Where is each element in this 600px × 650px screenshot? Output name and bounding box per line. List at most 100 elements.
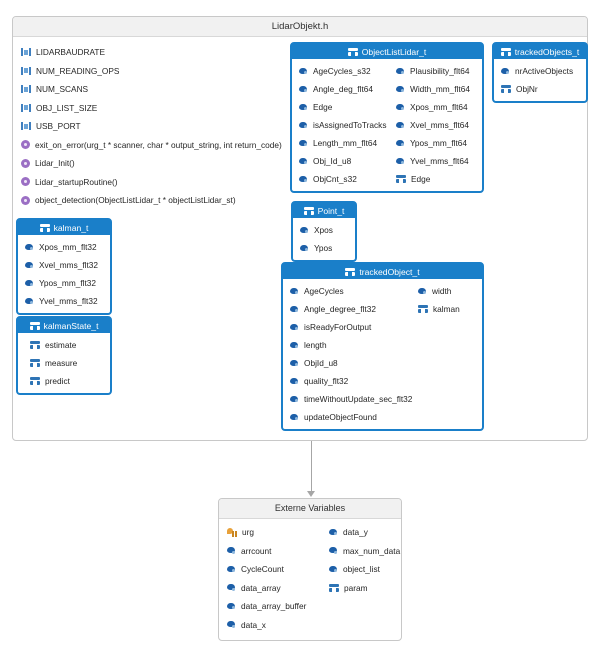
class-member-row[interactable]: Ypos_mm_flt32: [18, 274, 98, 292]
class-member-row[interactable]: kalman: [411, 300, 482, 318]
class-member-row[interactable]: length: [283, 336, 411, 354]
field-icon: [227, 583, 236, 592]
extern-variable-row[interactable]: urg: [219, 523, 321, 542]
extern-variable-row[interactable]: data_x: [219, 616, 321, 635]
extern-variable-row[interactable]: data_y: [321, 523, 401, 542]
file-member-row[interactable]: exit_on_error(urg_t * scanner, char * ou…: [21, 136, 301, 155]
field-icon: [418, 287, 427, 296]
file-member-row[interactable]: NUM_READING_OPS: [21, 62, 301, 81]
class-member-row[interactable]: isReadyForOutput: [283, 318, 411, 336]
class-member-row[interactable]: Edge: [292, 98, 389, 116]
class-member-row[interactable]: updateObjectFound: [283, 408, 411, 426]
class-member-row[interactable]: ObjCnt_s32: [292, 170, 389, 188]
class-member-row[interactable]: Ypos_mm_flt64: [389, 134, 482, 152]
class-member-row[interactable]: predict: [18, 372, 77, 390]
extern-variable-row[interactable]: data_array_buffer: [219, 597, 321, 616]
class-member-row[interactable]: timeWithoutUpdate_sec_flt32: [283, 390, 412, 408]
member-label: Xvel_mms_flt32: [39, 260, 99, 270]
class-member-row[interactable]: Angle_degree_flt32: [283, 300, 411, 318]
class-header[interactable]: ObjectListLidar_t: [292, 44, 482, 59]
class-member-row[interactable]: estimate: [18, 336, 77, 354]
file-member-row[interactable]: Lidar_startupRoutine(): [21, 173, 301, 192]
struct-icon: [501, 85, 511, 93]
extern-variable-row[interactable]: object_list: [321, 560, 401, 579]
class-member-row[interactable]: Xvel_mms_flt32: [18, 256, 98, 274]
field-icon: [290, 395, 299, 404]
file-member-row[interactable]: object_detection(ObjectListLidar_t * obj…: [21, 191, 301, 210]
member-label: data_array_buffer: [241, 601, 307, 612]
member-label: width: [432, 286, 452, 296]
class-member-row[interactable]: Ypos: [293, 239, 333, 257]
class-header[interactable]: trackedObjects_t: [494, 44, 586, 59]
class-member-row[interactable]: AgeCycles: [283, 282, 411, 300]
file-member-row[interactable]: OBJ_LIST_SIZE: [21, 99, 301, 118]
class-member-row[interactable]: width: [411, 282, 482, 300]
class-member-row[interactable]: Plausibility_flt64: [389, 62, 482, 80]
field-icon: [227, 565, 236, 574]
class-member-row[interactable]: measure: [18, 354, 77, 372]
class-member-row[interactable]: nrActiveObjects: [494, 62, 573, 80]
class-member-row[interactable]: quality_flt32: [283, 372, 411, 390]
file-member-row[interactable]: Lidar_Init(): [21, 154, 301, 173]
class-member-row[interactable]: Width_mm_flt64: [389, 80, 482, 98]
class-header[interactable]: Point_t: [293, 203, 355, 218]
extern-variable-row[interactable]: CycleCount: [219, 560, 321, 579]
class-member-row[interactable]: Xpos_mm_flt64: [389, 98, 482, 116]
member-label: Length_mm_flt64: [313, 138, 378, 148]
member-label: nrActiveObjects: [515, 66, 574, 76]
class-member-row[interactable]: isAssignedToTracks: [292, 116, 389, 134]
file-member-row[interactable]: LIDARBAUDRATE: [21, 43, 301, 62]
class-header[interactable]: kalman_t: [18, 220, 110, 235]
member-label: length: [304, 340, 327, 350]
class-member-row[interactable]: Xpos: [293, 221, 333, 239]
member-label: estimate: [45, 340, 77, 350]
field-icon: [227, 620, 236, 629]
extern-variable-row[interactable]: data_array: [219, 579, 321, 598]
class-member-row[interactable]: ObjId_u8: [283, 354, 411, 372]
file-member-row[interactable]: NUM_SCANS: [21, 80, 301, 99]
extern-variable-row[interactable]: param: [321, 579, 401, 598]
member-label: kalman: [433, 304, 460, 314]
class-member-row[interactable]: Yvel_mms_flt64: [389, 152, 482, 170]
class-member-row[interactable]: Length_mm_flt64: [292, 134, 389, 152]
field-icon: [299, 139, 308, 148]
class-member-row[interactable]: Yvel_mms_flt32: [18, 292, 98, 310]
class-member-row[interactable]: Edge: [389, 170, 482, 188]
struct-icon: [303, 206, 314, 215]
file-member-row[interactable]: USB_PORT: [21, 117, 301, 136]
member-label: Angle_deg_flt64: [313, 84, 373, 94]
member-label: Ypos_mm_flt64: [410, 138, 468, 148]
extern-variable-row[interactable]: max_num_data: [321, 542, 401, 561]
field-icon: [396, 157, 405, 166]
typedef-icon: [227, 527, 237, 537]
class-header[interactable]: trackedObject_t: [283, 264, 482, 279]
class-member-row[interactable]: Xpos_mm_flt32: [18, 238, 98, 256]
class-member-row[interactable]: Obj_Id_u8: [292, 152, 389, 170]
field-icon: [329, 546, 338, 555]
macro-icon: [21, 103, 31, 112]
class-member-row[interactable]: Angle_deg_flt64: [292, 80, 389, 98]
member-label: exit_on_error(urg_t * scanner, char * ou…: [35, 139, 282, 150]
member-label: Lidar_startupRoutine(): [35, 176, 118, 187]
class-header[interactable]: kalmanState_t: [18, 318, 110, 333]
connector-line: [311, 441, 312, 494]
extern-variable-row[interactable]: arrcount: [219, 542, 321, 561]
class-member-row[interactable]: AgeCycles_s32: [292, 62, 389, 80]
member-label: object_list: [343, 564, 380, 575]
class-member-row[interactable]: Xvel_mms_flt64: [389, 116, 482, 134]
class-member-row[interactable]: ObjNr: [494, 80, 573, 98]
function-icon: [21, 158, 30, 168]
